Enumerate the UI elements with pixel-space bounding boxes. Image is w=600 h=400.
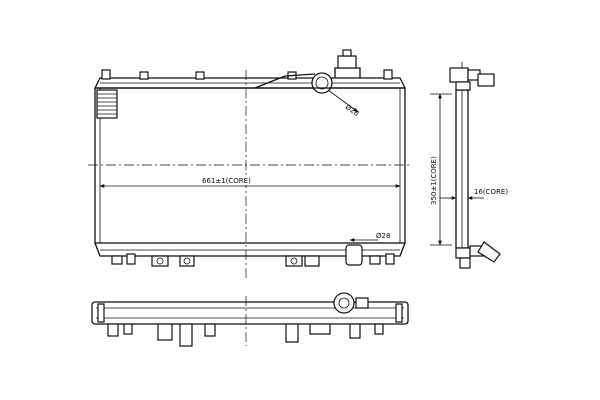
- front-view: Ø28 661±1(CORE): [88, 49, 412, 280]
- core-width-label: 661±1(CORE): [202, 177, 251, 185]
- core-width-dimension: 661±1(CORE): [99, 176, 401, 188]
- core-depth-label: 16(CORE): [474, 188, 508, 196]
- inlet-diameter-label: Ø28: [344, 103, 360, 118]
- core-height-label: 350±1(CORE): [430, 156, 438, 205]
- bottom-view: [91, 292, 409, 347]
- side-bracket-hatched: [96, 89, 118, 119]
- inlet-pipe: Ø28: [254, 72, 360, 118]
- radiator-core: [88, 70, 412, 280]
- outlet-diameter-label: Ø28: [376, 232, 390, 240]
- filler-cap: [334, 49, 361, 78]
- top-tank: [94, 69, 406, 89]
- outlet-pipe: Ø28: [345, 232, 390, 266]
- side-view: 350±1(CORE) 16(CORE): [430, 62, 508, 269]
